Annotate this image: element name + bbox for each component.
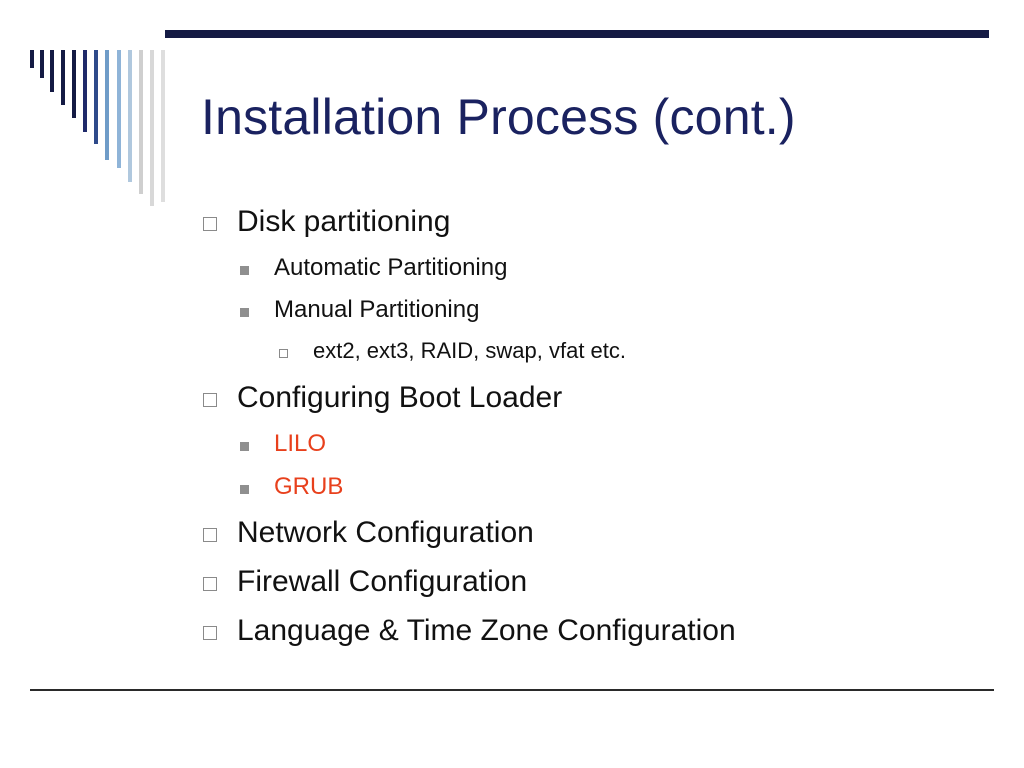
- bullet-level3-text: ext2, ext3, RAID, swap, vfat etc.: [313, 338, 627, 363]
- bullet-marker-icon: [203, 393, 217, 407]
- bullet-level1-text: Disk partitioning: [237, 205, 451, 238]
- bullet-level2-text: GRUB: [274, 473, 344, 500]
- bullet-level1-text: Language & Time Zone Configuration: [237, 614, 736, 647]
- bullet-marker-icon: [203, 626, 217, 640]
- bullet-marker-icon: [203, 577, 217, 591]
- bullet-marker-icon: [240, 485, 249, 494]
- bullet-marker-icon: [240, 266, 249, 275]
- bullet-level2-text: LILO: [274, 430, 327, 457]
- slide-title: Installation Process (cont.): [201, 89, 796, 145]
- decorative-stripes: [0, 0, 170, 210]
- bullet-level2-text: Automatic Partitioning: [274, 254, 508, 281]
- bullet-level1-text: Network Configuration: [237, 516, 534, 549]
- bullet-marker-icon: [203, 528, 217, 542]
- bullet-marker-icon: [203, 217, 217, 231]
- bottom-divider: [30, 689, 994, 691]
- bullet-level1-text: Firewall Configuration: [237, 565, 528, 598]
- bullet-marker-icon: [240, 308, 249, 317]
- bullet-level1-text: Configuring Boot Loader: [237, 381, 563, 414]
- top-accent-bar: [165, 30, 989, 38]
- bullet-marker-icon: [240, 442, 249, 451]
- bullet-level2-text: Manual Partitioning: [274, 296, 480, 323]
- bullet-marker-icon: [279, 349, 288, 358]
